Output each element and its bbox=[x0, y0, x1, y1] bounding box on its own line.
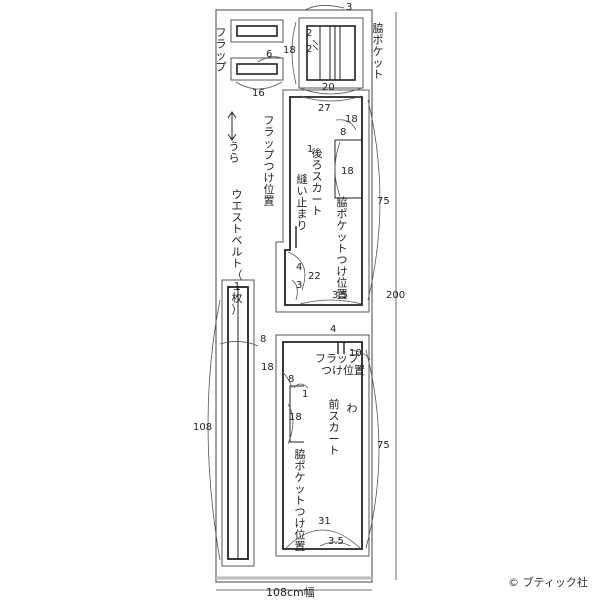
waist-belt-piece bbox=[207, 279, 259, 567]
dim-18-back-a: 18 bbox=[345, 114, 358, 125]
side-pocket-position-label: 脇ポケットつけ位置 bbox=[337, 196, 348, 301]
flap-label: フラップ bbox=[216, 26, 227, 74]
side-pocket-piece bbox=[291, 5, 364, 95]
dim-108: 108 bbox=[193, 422, 212, 433]
dim-18-back-b: 18 bbox=[341, 166, 354, 177]
front-skirt-label: 前スカート bbox=[329, 397, 340, 457]
dim-10: 10 bbox=[349, 348, 362, 359]
dim-8-front: 8 bbox=[288, 374, 294, 385]
grain-arrow bbox=[227, 111, 237, 141]
back-skirt-label: 後ろスカート bbox=[312, 146, 323, 218]
dim-75-back: 75 bbox=[377, 196, 390, 207]
dim-22: 22 bbox=[308, 271, 321, 282]
dim-8-belt: 8 bbox=[260, 334, 266, 345]
dim-18-pocket: 18 bbox=[283, 45, 296, 56]
flap-pieces bbox=[230, 19, 284, 90]
dim-8-back: 8 bbox=[340, 127, 346, 138]
dim-35-back: 3.5 bbox=[332, 290, 348, 301]
flap-position-label: フラップつけ位置 bbox=[264, 114, 275, 208]
dim-16: 16 bbox=[252, 88, 265, 99]
dim-4-back: 4 bbox=[296, 262, 302, 273]
dim-20: 20 bbox=[322, 82, 335, 93]
dim-1-front: 1 bbox=[302, 389, 308, 400]
credit-label: © ブティック社 bbox=[508, 575, 588, 589]
dim-1-back: 1 bbox=[307, 144, 313, 155]
side-pocket-position-front-label: 脇ポケットつけ位置 bbox=[295, 448, 306, 553]
dim-18-front-a: 18 bbox=[261, 362, 274, 373]
wa-label: わ bbox=[347, 402, 358, 415]
flap-position-front-label: フラップつけ位置 bbox=[315, 352, 365, 377]
fabric-width-label: 108cm幅 bbox=[266, 586, 315, 599]
back-skirt-piece bbox=[275, 89, 381, 313]
dim-18-front-b: 18 bbox=[289, 412, 302, 423]
ura-label: うら bbox=[229, 140, 240, 165]
dim-4-front: 4 bbox=[330, 324, 336, 335]
dim-3-top: 3 bbox=[346, 2, 352, 13]
dim-200: 200 bbox=[386, 290, 405, 301]
dim-75-front: 75 bbox=[377, 440, 390, 451]
dim-2a: 2 bbox=[306, 28, 312, 39]
sew-stop-label: 縫い止まり bbox=[297, 172, 308, 232]
dim-2b: 2 bbox=[306, 44, 312, 55]
front-skirt-piece bbox=[275, 334, 380, 557]
dim-27: 27 bbox=[318, 103, 331, 114]
side-pocket-label: 脇ポケット bbox=[373, 22, 384, 81]
waist-belt-label: ウエストベルト（１枚） bbox=[232, 188, 243, 316]
dim-6: 6 bbox=[266, 49, 272, 60]
dim-31: 31 bbox=[318, 516, 331, 527]
dim-35-front: 3.5 bbox=[328, 536, 344, 547]
dim-3-back: 3 bbox=[296, 280, 302, 291]
fabric-outline bbox=[215, 9, 373, 583]
